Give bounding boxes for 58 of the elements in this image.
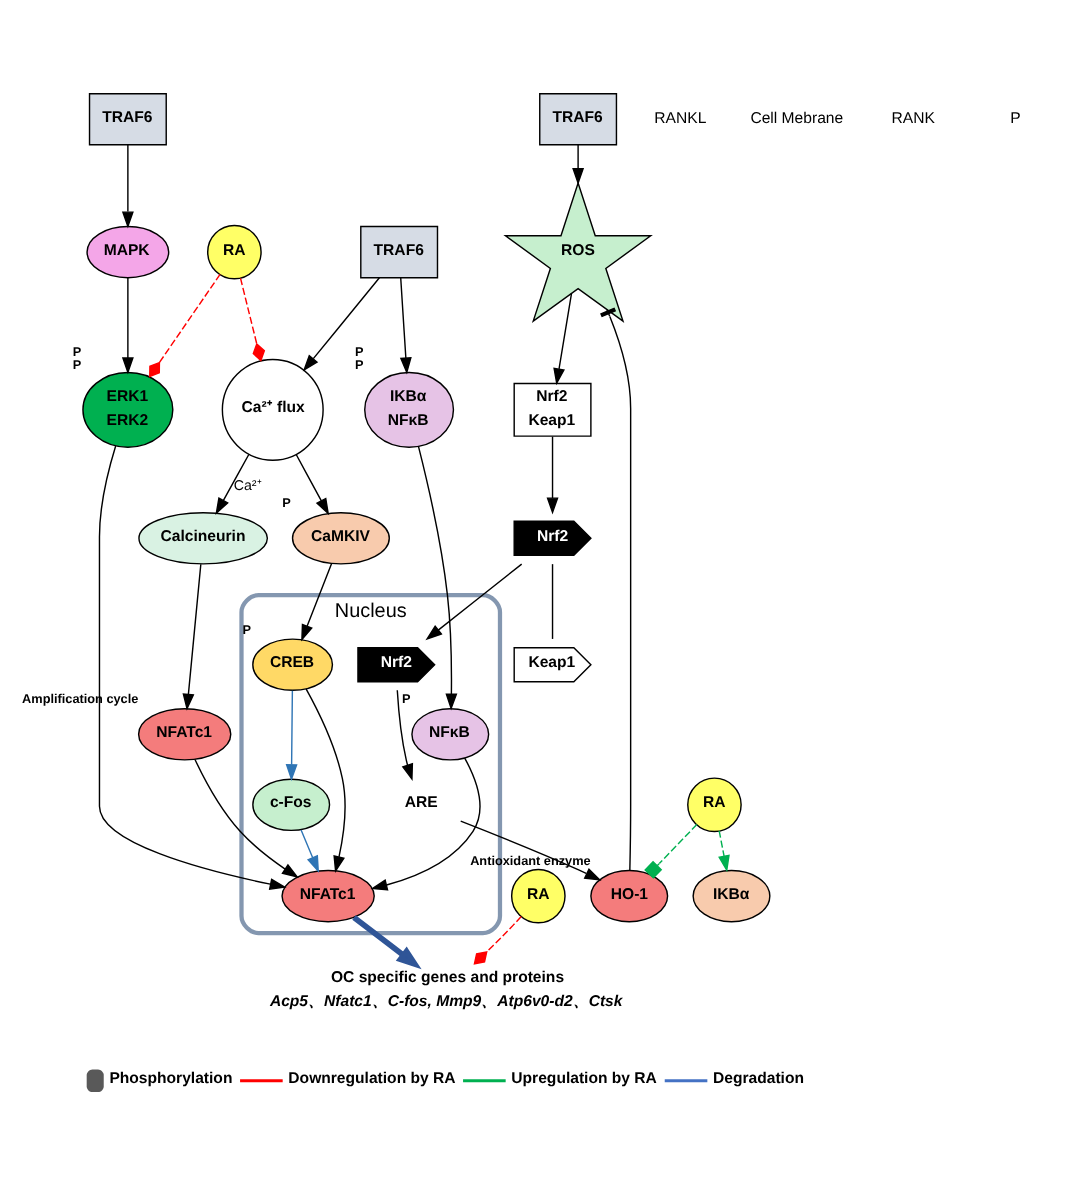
arrow	[572, 144, 585, 186]
arrow	[121, 144, 134, 229]
node-ellipse: NFATc1	[137, 708, 232, 761]
arrow	[718, 830, 730, 873]
node-ellipse: IKBα NFκB	[364, 371, 455, 448]
node-ellipse: Calcineurin	[138, 512, 269, 565]
arrow	[295, 453, 330, 516]
arrow	[215, 453, 250, 515]
connector	[473, 915, 522, 965]
node-box: TRAF6	[539, 92, 618, 146]
arrow	[417, 445, 458, 711]
arrow	[301, 562, 333, 642]
legend-label: Downregulation by RA	[288, 1069, 456, 1088]
node-box: TRAF6	[360, 225, 439, 279]
arrow	[425, 563, 523, 641]
arrow	[460, 820, 602, 881]
node-ellipse: CaMKIV	[291, 512, 390, 565]
label: RANK	[891, 109, 935, 128]
node-circle: RA	[687, 777, 742, 833]
arrow	[285, 689, 298, 782]
node-circle: RA	[510, 868, 566, 924]
node-ellipse: ERK1 ERK2	[82, 371, 174, 448]
node-ellipse: NFATc1	[281, 869, 375, 923]
node-circle: RA	[207, 224, 262, 280]
node-ellipse: HO-1	[590, 869, 669, 923]
node-box: Nrf2 Keap1	[513, 382, 592, 437]
arrow	[370, 757, 481, 891]
arrow	[546, 435, 559, 515]
node-ellipse: IKBα	[692, 869, 771, 923]
arrow	[305, 688, 346, 873]
label: Cell Mebrane	[750, 109, 844, 128]
connector	[644, 823, 698, 879]
legend-label: Degradation	[713, 1069, 805, 1088]
node-ellipse: NFκB	[411, 708, 490, 761]
connector	[149, 273, 221, 378]
node-ellipse: MAPK	[86, 225, 170, 279]
arrow	[352, 915, 422, 970]
arrow	[302, 277, 381, 372]
node-circle: Ca²⁺ flux	[221, 358, 324, 461]
arrow	[300, 829, 320, 873]
node-box: TRAF6	[88, 92, 167, 146]
arrow	[121, 277, 134, 375]
arrow	[194, 758, 299, 879]
node-ellipse: CREB	[252, 638, 334, 691]
legend-label: Phosphorylation	[109, 1069, 233, 1088]
arrow	[98, 445, 287, 890]
arrow	[396, 689, 414, 781]
node-text: ARE	[404, 793, 438, 812]
arrow	[182, 563, 202, 711]
connector	[551, 563, 554, 640]
node-ellipse: c-Fos	[252, 778, 331, 832]
node-text: OC specific genes and proteins Acp5、Nfatc1、C-fos, Mmp9、Atp6v0-d2、Ctsk	[269, 967, 623, 1010]
label: RANKL	[654, 109, 707, 128]
arrow	[399, 277, 412, 375]
arrow	[553, 292, 573, 386]
label: P	[1010, 109, 1021, 128]
connector	[239, 277, 266, 362]
legend-label: Upregulation by RA	[511, 1069, 657, 1088]
